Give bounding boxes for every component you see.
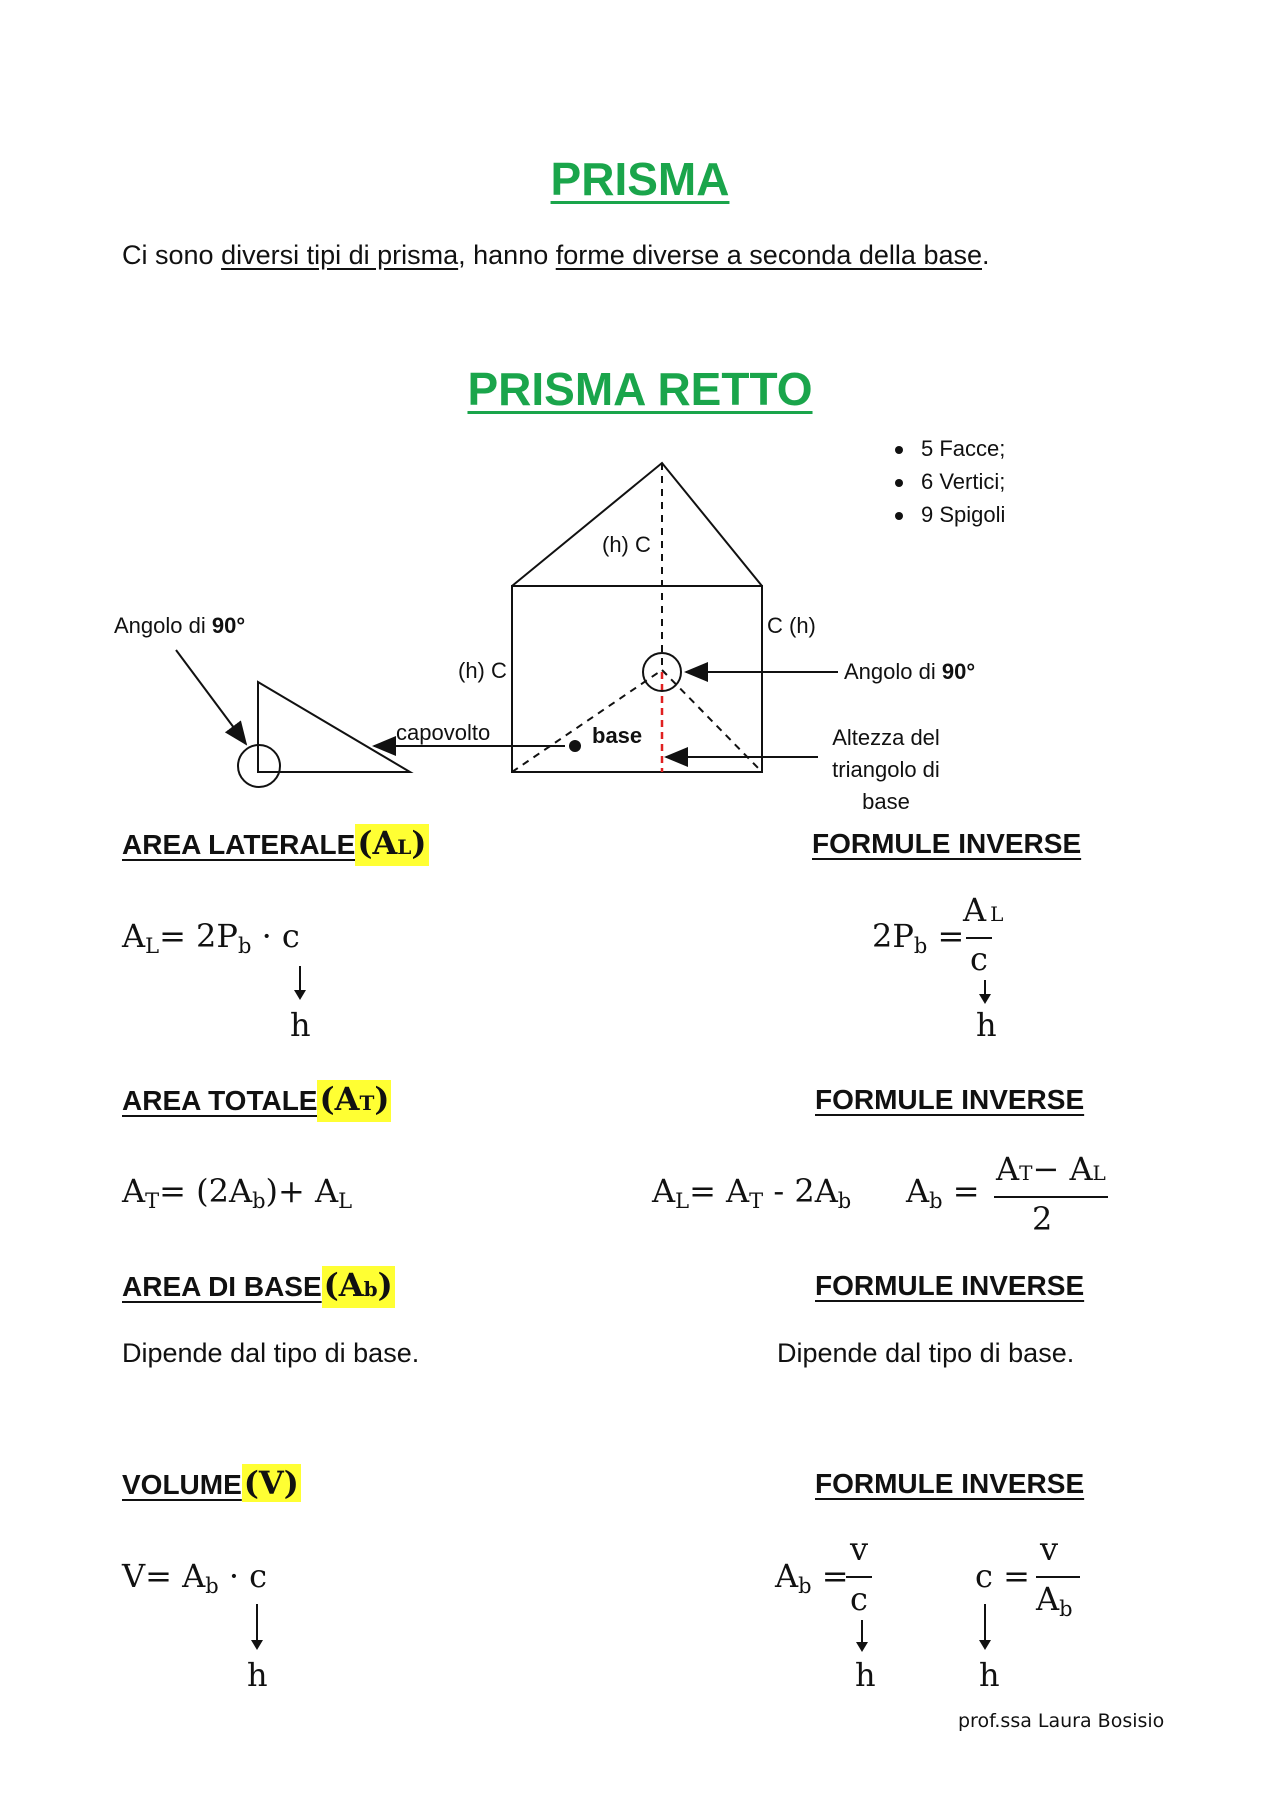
base-point (569, 740, 581, 752)
heading-area-totale: AREA TOTALE(AT) (122, 1080, 392, 1122)
heading-formule-inverse: FORMULE INVERSE (815, 1468, 1085, 1499)
heading-volume: VOLUME(V) (122, 1464, 301, 1502)
fraction-denominator: c (970, 940, 988, 978)
prism-diagram (175, 461, 838, 788)
fraction-bar (846, 1576, 872, 1578)
fraction-numerator: v (1040, 1530, 1059, 1568)
heading-formule-inverse: FORMULE INVERSE (815, 1270, 1085, 1301)
list-item: 5 Facce; (895, 432, 1005, 465)
fraction-denominator: Ab (1036, 1580, 1073, 1621)
right-angle-marker (642, 652, 682, 692)
intro-underlined: forme diverse a seconda della base (555, 240, 982, 270)
formula-inverse-lat: 2Pb = (872, 917, 965, 958)
intro-part: . (982, 240, 990, 270)
list-item: 9 Spigoli (895, 498, 1005, 531)
heading-formule-inverse: FORMULE INVERSE (815, 1084, 1085, 1115)
h-symbol: h (290, 1006, 311, 1044)
fraction-denominator: 2 (1032, 1200, 1053, 1238)
formula-volume: V= Ab · c (122, 1557, 268, 1598)
symbol-highlight: (Ab) (321, 1266, 395, 1308)
h-symbol: h (976, 1006, 997, 1044)
h-symbol: h (855, 1656, 876, 1694)
base-inverse-description: Dipende dal tipo di base. (777, 1338, 1075, 1368)
label-c-h-right: C (h) (767, 613, 816, 638)
label-base: base (592, 723, 643, 748)
heading-area-laterale: AREA LATERALE(AL) (122, 824, 429, 866)
label-h-c-top: (h) C (602, 532, 651, 557)
page-title: PRISMA (550, 153, 730, 205)
symbol-highlight: (V) (241, 1464, 301, 1502)
base-description: Dipende dal tipo di base. (122, 1338, 420, 1368)
h-symbol: h (247, 1656, 268, 1694)
fraction-denominator: c (850, 1580, 868, 1618)
formula-inverse-tot-1: AL= AT - 2Ab (652, 1172, 852, 1213)
section-title: PRISMA RETTO (467, 363, 813, 415)
formula-inverse-vol-2: c = (975, 1557, 1030, 1595)
formula-inverse-tot-2: Ab = (906, 1172, 980, 1213)
formula-inverse-vol-1: Ab = (775, 1557, 849, 1598)
label-altezza: Altezza del triangolo di base (832, 725, 940, 814)
arrow-down-icon (979, 1604, 991, 1650)
label-angle-right: Angolo di 90° (844, 659, 976, 684)
author-credit: prof.ssa Laura Bosisio (958, 1710, 1165, 1732)
formula-area-totale: AT= (2Ab)+ AL (122, 1172, 353, 1213)
fraction-bar (994, 1196, 1108, 1198)
symbol-highlight: (AL) (355, 824, 429, 866)
arrow-down-icon (251, 1604, 263, 1650)
right-angle-marker-left (237, 744, 281, 788)
h-symbol: h (979, 1656, 1000, 1694)
arrow-down-icon (979, 980, 991, 1004)
hidden-edges (511, 463, 763, 773)
label-capovolto: capovolto (396, 720, 491, 745)
intro-underlined: diversi tipi di prisma (221, 240, 459, 270)
fraction-numerator: v (850, 1530, 869, 1568)
label-h-c-left: (h) C (458, 658, 507, 683)
fraction-numerator: AT− AL (996, 1150, 1106, 1188)
heading-formule-inverse: FORMULE INVERSE (812, 828, 1082, 859)
properties-list: 5 Facce; 6 Vertici; 9 Spigoli (895, 432, 1005, 531)
inverted-triangle (257, 680, 414, 773)
symbol-highlight: (AT) (317, 1080, 392, 1122)
intro-text: Ci sono diversi tipi di prisma, hanno fo… (122, 240, 990, 271)
arrow-down-icon (856, 1620, 868, 1652)
label-angle-left: Angolo di 90° (114, 613, 246, 638)
arrow-angle-left (175, 649, 248, 746)
intro-part: , hanno (458, 240, 556, 270)
fraction-bar (966, 937, 992, 939)
heading-area-di-base: AREA DI BASE(Ab) (122, 1266, 395, 1308)
arrow-down-icon (294, 966, 306, 1000)
intro-part: Ci sono (122, 240, 222, 270)
formula-area-laterale: AL= 2Pb · c (122, 917, 300, 958)
fraction-bar (1036, 1576, 1080, 1578)
list-item: 6 Vertici; (895, 465, 1005, 498)
